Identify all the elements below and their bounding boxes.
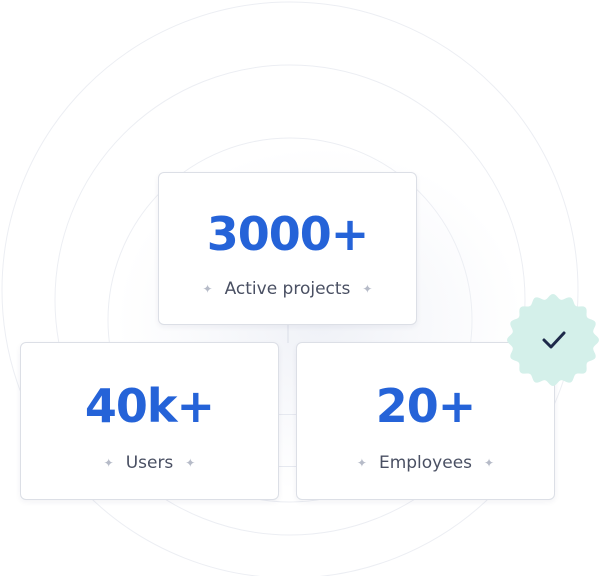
stat-label: Employees xyxy=(378,453,473,473)
sparkle-icon: ✦ xyxy=(185,456,196,470)
stat-value: 20+ xyxy=(375,379,477,433)
connector-vertical xyxy=(287,325,289,343)
sparkle-icon: ✦ xyxy=(484,456,495,470)
connector-gap-top xyxy=(279,414,296,415)
stat-card-users: 40k+ ✦ Users ✦ xyxy=(20,342,279,500)
stat-card-employees: 20+ ✦ Employees ✦ xyxy=(296,342,555,500)
stat-label-row: ✦ Users ✦ xyxy=(104,453,196,473)
checkmark-icon xyxy=(542,331,566,349)
stat-label-row: ✦ Active projects ✦ xyxy=(203,279,373,299)
stat-label: Active projects xyxy=(224,279,351,299)
badge-shape xyxy=(507,294,599,386)
stat-value: 40k+ xyxy=(84,379,215,433)
verified-badge xyxy=(507,294,599,386)
stat-value: 3000+ xyxy=(206,207,370,261)
sparkle-icon: ✦ xyxy=(356,456,367,470)
connector-gap-bottom xyxy=(279,466,296,467)
sparkle-icon: ✦ xyxy=(103,456,114,470)
stat-label: Users xyxy=(125,453,174,473)
stat-label-row: ✦ Employees ✦ xyxy=(357,453,494,473)
stat-card-active-projects: 3000+ ✦ Active projects ✦ xyxy=(158,172,417,325)
sparkle-icon: ✦ xyxy=(202,282,213,296)
sparkle-icon: ✦ xyxy=(362,282,373,296)
